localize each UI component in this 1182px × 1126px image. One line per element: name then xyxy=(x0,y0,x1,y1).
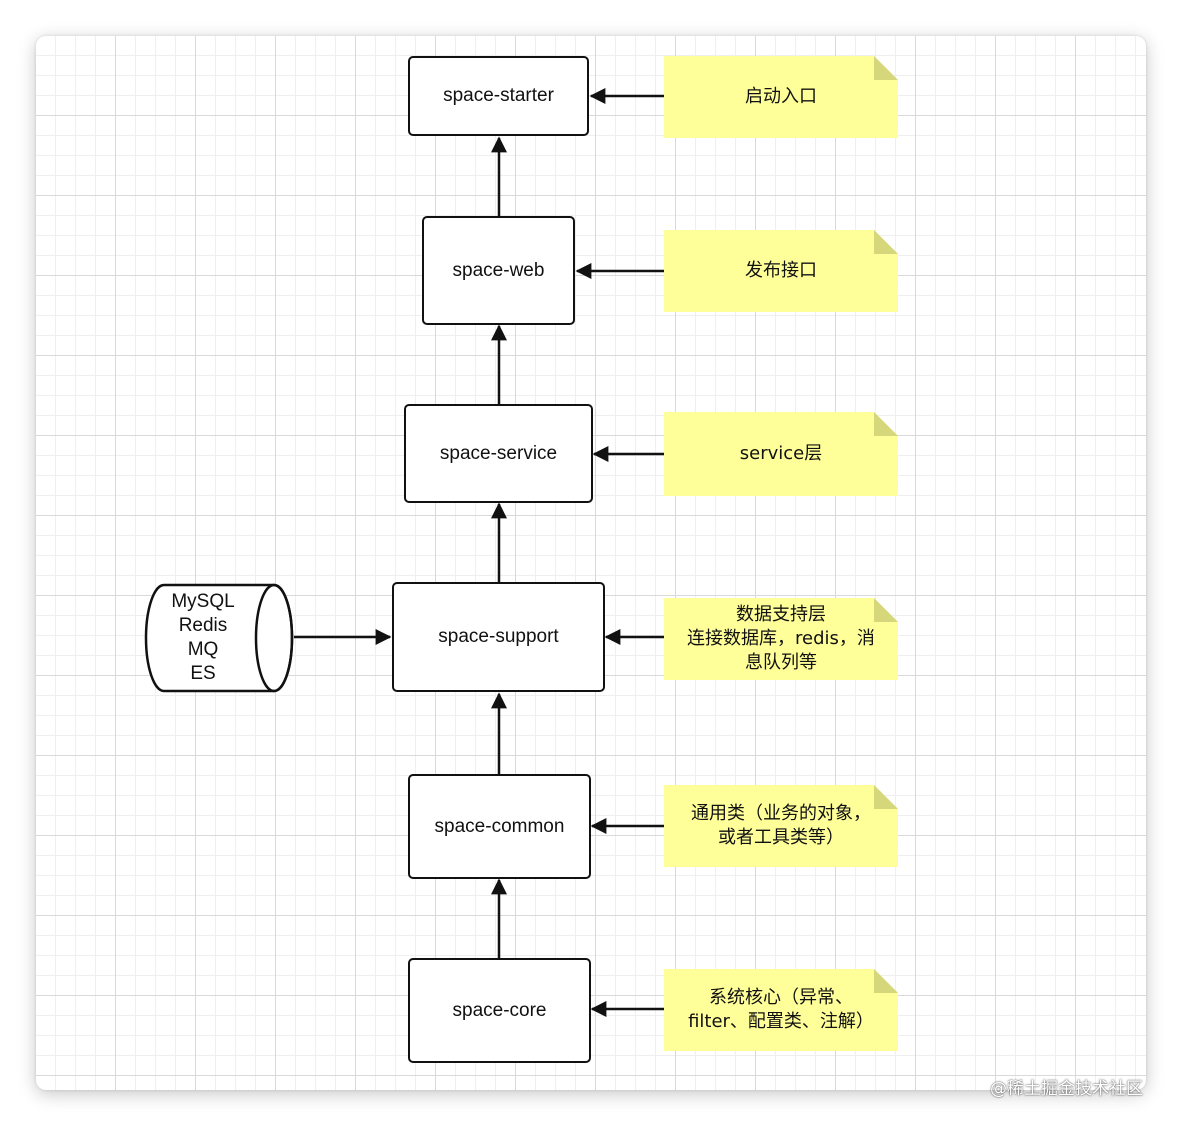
module-space-common[interactable]: space-common xyxy=(408,774,591,879)
module-space-starter[interactable]: space-starter xyxy=(408,56,589,136)
grid-background xyxy=(36,36,1146,1090)
datastore-label: MySQL Redis MQ ES xyxy=(171,591,235,684)
module-label: space-web xyxy=(452,259,545,281)
module-label: space-common xyxy=(434,815,565,837)
note-service: service层 xyxy=(664,412,898,496)
note-text: 通用类（业务的对象， 或者工具类等） xyxy=(691,803,871,848)
module-space-core[interactable]: space-core xyxy=(408,958,591,1063)
watermark: @稀土掘金技术社区 xyxy=(990,1079,1143,1099)
note-common: 通用类（业务的对象， 或者工具类等） xyxy=(664,785,898,867)
module-space-service[interactable]: space-service xyxy=(404,404,593,503)
module-label: space-support xyxy=(438,626,559,647)
module-space-support[interactable]: space-support xyxy=(392,582,605,692)
note-text: 数据支持层 连接数据库，redis，消 息队列等 xyxy=(687,604,875,673)
note-text: service层 xyxy=(739,443,823,464)
note-support: 数据支持层 连接数据库，redis，消 息队列等 xyxy=(664,598,898,680)
note-text: 启动入口 xyxy=(745,86,817,107)
datastore-cylinder xyxy=(144,583,294,693)
note-text: 系统核心（异常、 filter、配置类、注解） xyxy=(688,987,874,1032)
module-label: space-service xyxy=(439,442,558,464)
module-label: space-core xyxy=(452,999,547,1021)
note-web: 发布接口 xyxy=(664,230,898,312)
module-space-web[interactable]: space-web xyxy=(422,216,575,325)
note-starter: 启动入口 xyxy=(664,56,898,138)
note-core: 系统核心（异常、 filter、配置类、注解） xyxy=(664,969,898,1051)
note-text: 发布接口 xyxy=(745,260,817,281)
module-label: space-starter xyxy=(443,85,554,106)
